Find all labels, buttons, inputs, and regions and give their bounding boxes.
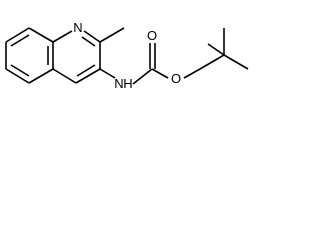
bond [75,68,101,84]
bond [207,43,225,56]
ester-oxygen-label: O [171,71,181,86]
bond [199,54,225,70]
bond [99,68,116,79]
ring-nitrogen-label: N [73,20,82,35]
bond [223,54,249,70]
carbonyl-oxygen-label: O [147,28,157,43]
double-bond-inner [76,64,96,77]
bond [52,30,73,43]
bond [28,27,54,43]
bond [83,30,101,43]
bond [5,68,30,84]
double-bond-inner [81,36,96,47]
bond [52,68,77,84]
molecule-diagram: N N H O O [5,20,249,91]
double-bond-inner [10,34,30,47]
bond [28,68,54,84]
amine-nitrogen-label: N [114,76,123,91]
carbamate-group [99,43,169,85]
pyridine-ring [52,30,101,84]
bond [5,27,30,43]
double-bond-inner [10,64,30,77]
bond [132,68,153,85]
bond [183,68,201,79]
methyl-bond [99,27,125,43]
amine-hydrogen-label: H [123,76,132,91]
tert-butyl-group [183,28,249,79]
benzene-ring [5,27,54,84]
bond [151,68,169,79]
